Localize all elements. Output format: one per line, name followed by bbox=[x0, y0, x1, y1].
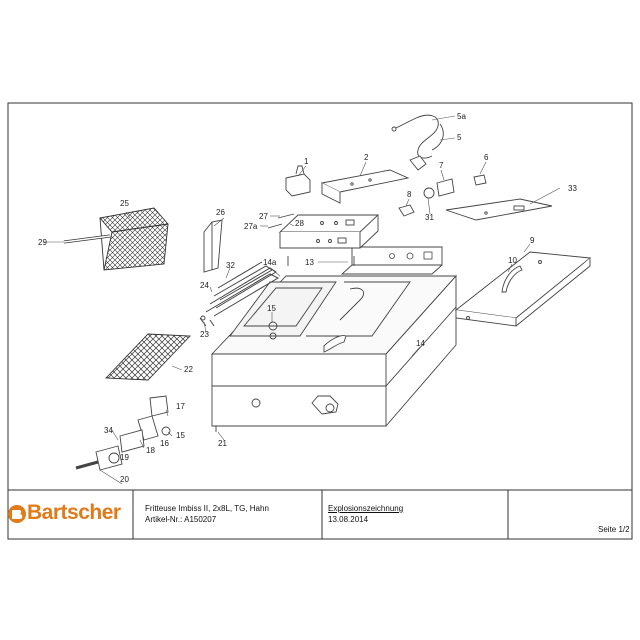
label-15-tap: 15 bbox=[176, 431, 185, 440]
label-22: 22 bbox=[184, 365, 193, 374]
label-16: 16 bbox=[160, 439, 169, 448]
sheet-frame bbox=[7, 102, 633, 540]
label-7: 7 bbox=[439, 161, 444, 170]
title-block-grid bbox=[8, 489, 632, 539]
label-34: 34 bbox=[104, 426, 113, 435]
label-25: 25 bbox=[120, 199, 129, 208]
thermostat-group bbox=[398, 174, 487, 217]
label-13: 13 bbox=[305, 258, 314, 267]
label-21: 21 bbox=[218, 439, 227, 448]
label-19: 19 bbox=[120, 453, 129, 462]
bracket-part-2 bbox=[320, 169, 410, 204]
label-14a: 14a bbox=[263, 258, 277, 267]
label-29: 29 bbox=[38, 238, 47, 247]
control-box-details bbox=[389, 251, 433, 260]
part-labels: 1 2 5a 5 6 7 8 9 10 13 14a 14 15 15 16 1… bbox=[38, 112, 577, 484]
label-5a: 5a bbox=[457, 112, 466, 121]
label-1: 1 bbox=[304, 157, 309, 166]
drawing-type: Explosionszeichnung bbox=[328, 504, 404, 513]
label-9: 9 bbox=[530, 236, 535, 245]
label-23: 23 bbox=[200, 330, 209, 339]
label-27a: 27a bbox=[244, 222, 258, 231]
panel-part-33 bbox=[445, 198, 553, 221]
switch-part-1 bbox=[285, 165, 311, 197]
label-18: 18 bbox=[146, 446, 155, 455]
label-32: 32 bbox=[226, 261, 235, 270]
product-name: Fritteuse Imbiss II, 2x8L, TG, Hahn bbox=[145, 504, 269, 513]
article-number: Artikel-Nr.: A150207 bbox=[145, 515, 217, 524]
label-24: 24 bbox=[200, 281, 209, 290]
label-15-well: 15 bbox=[267, 304, 276, 313]
label-26: 26 bbox=[216, 208, 225, 217]
lid-part-9 bbox=[454, 251, 592, 327]
power-cable bbox=[391, 114, 444, 171]
label-5: 5 bbox=[457, 133, 462, 142]
label-8: 8 bbox=[407, 190, 412, 199]
label-6: 6 bbox=[484, 153, 489, 162]
bartscher-logo-text: Bartscher bbox=[27, 501, 121, 524]
heating-element bbox=[199, 261, 280, 327]
label-2: 2 bbox=[364, 153, 369, 162]
element-cover bbox=[278, 214, 380, 249]
label-10: 10 bbox=[508, 256, 517, 265]
frying-basket bbox=[63, 207, 169, 271]
small-parts bbox=[200, 213, 355, 340]
label-33: 33 bbox=[568, 184, 577, 193]
grid-part-22 bbox=[104, 333, 192, 381]
fryer-housing bbox=[210, 246, 458, 432]
label-14: 14 bbox=[416, 339, 425, 348]
label-27: 27 bbox=[259, 212, 268, 221]
page-number: Seite 1/2 bbox=[598, 525, 630, 534]
label-17: 17 bbox=[176, 402, 185, 411]
bartscher-logo-mark bbox=[8, 505, 26, 523]
label-20: 20 bbox=[120, 475, 129, 484]
drain-tap-assembly bbox=[75, 395, 171, 471]
leader-lines bbox=[44, 115, 561, 485]
label-28: 28 bbox=[295, 219, 304, 228]
label-31: 31 bbox=[425, 213, 434, 222]
shield-part-26 bbox=[203, 219, 223, 273]
drawing-date: 13.08.2014 bbox=[328, 515, 369, 524]
